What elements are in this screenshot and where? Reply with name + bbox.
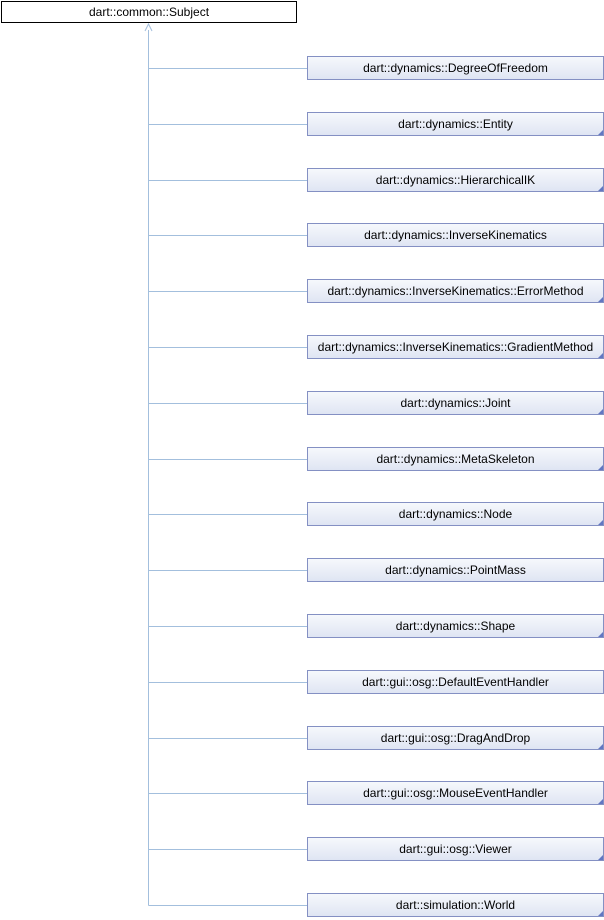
node-corner-marker: [598, 353, 603, 358]
derived-class-node[interactable]: dart::dynamics::InverseKinematics::Gradi…: [307, 335, 604, 359]
node-corner-marker: [598, 911, 603, 916]
derived-class-label: dart::dynamics::Joint: [400, 396, 511, 410]
derived-class-node[interactable]: dart::dynamics::PointMass: [307, 558, 604, 582]
derived-class-node[interactable]: dart::simulation::World: [307, 893, 604, 917]
derived-class-label: dart::gui::osg::DefaultEventHandler: [362, 675, 549, 689]
root-class-label: dart::common::Subject: [88, 5, 210, 19]
node-corner-marker: [598, 465, 603, 470]
derived-class-node[interactable]: dart::dynamics::Shape: [307, 614, 604, 638]
derived-class-label: dart::dynamics::HierarchicalIK: [375, 173, 536, 187]
derived-class-node[interactable]: dart::dynamics::InverseKinematics::Error…: [307, 279, 604, 303]
derived-class-label: dart::dynamics::Node: [398, 507, 513, 521]
node-corner-marker: [598, 799, 603, 804]
root-class-node: dart::common::Subject: [1, 1, 297, 23]
derived-class-node[interactable]: dart::dynamics::MetaSkeleton: [307, 447, 604, 471]
derived-class-node[interactable]: dart::dynamics::DegreeOfFreedom: [307, 56, 604, 80]
derived-class-label: dart::dynamics::Shape: [395, 619, 516, 633]
derived-class-node[interactable]: dart::gui::osg::Viewer: [307, 837, 604, 861]
node-corner-marker: [598, 632, 603, 637]
derived-class-node[interactable]: dart::dynamics::InverseKinematics: [307, 223, 604, 247]
derived-class-label: dart::gui::osg::Viewer: [399, 842, 512, 856]
derived-class-label: dart::simulation::World: [395, 898, 516, 912]
node-corner-marker: [598, 297, 603, 302]
node-corner-marker: [598, 744, 603, 749]
derived-class-label: dart::dynamics::Entity: [398, 117, 513, 131]
derived-class-node[interactable]: dart::dynamics::Joint: [307, 391, 604, 415]
derived-class-label: dart::gui::osg::MouseEventHandler: [363, 786, 548, 800]
node-corner-marker: [598, 520, 603, 525]
derived-class-node[interactable]: dart::dynamics::HierarchicalIK: [307, 168, 604, 192]
node-corner-marker: [598, 130, 603, 135]
derived-class-label: dart::dynamics::InverseKinematics::Gradi…: [317, 340, 594, 354]
derived-class-node[interactable]: dart::gui::osg::MouseEventHandler: [307, 781, 604, 805]
derived-class-label: dart::dynamics::InverseKinematics::Error…: [327, 284, 584, 298]
inheritance-arrowhead: [144, 22, 153, 32]
derived-class-label: dart::dynamics::DegreeOfFreedom: [363, 61, 548, 75]
derived-class-node[interactable]: dart::dynamics::Node: [307, 502, 604, 526]
derived-class-label: dart::gui::osg::DragAndDrop: [380, 731, 531, 745]
derived-class-node[interactable]: dart::gui::osg::DefaultEventHandler: [307, 670, 604, 694]
derived-class-node[interactable]: dart::dynamics::Entity: [307, 112, 604, 136]
node-corner-marker: [598, 186, 603, 191]
derived-class-node[interactable]: dart::gui::osg::DragAndDrop: [307, 726, 604, 750]
node-corner-marker: [598, 409, 603, 414]
derived-class-label: dart::dynamics::InverseKinematics: [364, 228, 547, 242]
node-corner-marker: [598, 855, 603, 860]
derived-class-label: dart::dynamics::MetaSkeleton: [376, 452, 535, 466]
derived-class-label: dart::dynamics::PointMass: [385, 563, 526, 577]
